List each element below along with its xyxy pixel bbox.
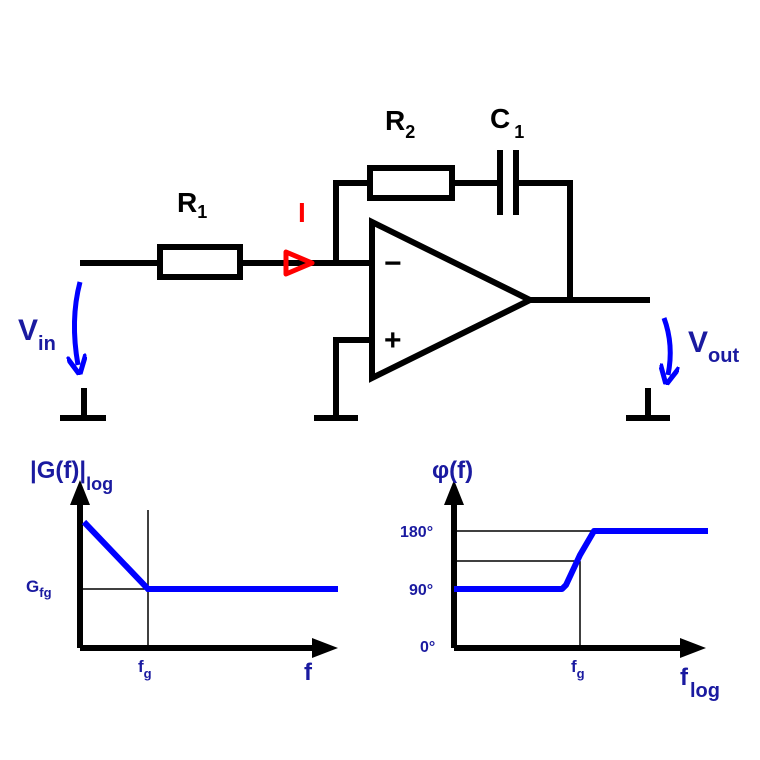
phase-y-arrow-icon: [444, 480, 464, 505]
phase-plot-title: φ(f): [432, 457, 473, 484]
vout-arrow-icon: [664, 317, 670, 375]
gain-x-arrow-icon: [312, 638, 338, 658]
gain-gfg-label: Gfg: [26, 577, 52, 600]
gain-plot: |G(f)|log Gfg fg f: [26, 457, 338, 686]
phase-tick-180: 180°: [400, 524, 433, 541]
label-vin: Vin: [18, 314, 56, 355]
phase-fg-label: fg: [571, 657, 585, 681]
circuit: [60, 150, 670, 421]
phase-tick-90: 90°: [409, 582, 433, 599]
opamp-minus-sign: −: [384, 247, 402, 280]
resistor-r2: [367, 165, 455, 201]
label-current: I: [298, 197, 306, 228]
label-r2: R2: [385, 105, 415, 142]
opamp-triangle: [369, 217, 537, 383]
gain-curve: [81, 519, 338, 592]
feedback-right-wire: [516, 180, 573, 300]
feedback-left-wire: [333, 180, 370, 263]
gain-fg-label: fg: [138, 657, 152, 681]
label-r1: R1: [177, 187, 207, 222]
gain-y-arrow-icon: [70, 480, 90, 505]
phase-curve: [454, 528, 708, 592]
resistor-r1: [157, 244, 243, 280]
vin-arrow-icon: [74, 281, 80, 365]
current-arrow-icon: [283, 249, 315, 277]
plus-input-wire: [333, 337, 372, 418]
phase-x-arrow-icon: [680, 638, 706, 658]
gain-x-axis-label: f: [304, 659, 313, 686]
phase-tick-0: 0°: [420, 639, 435, 656]
opamp-plus-sign: +: [384, 324, 402, 357]
gain-plot-title: |G(f)|log: [30, 457, 113, 494]
label-vout: Vout: [688, 326, 739, 367]
